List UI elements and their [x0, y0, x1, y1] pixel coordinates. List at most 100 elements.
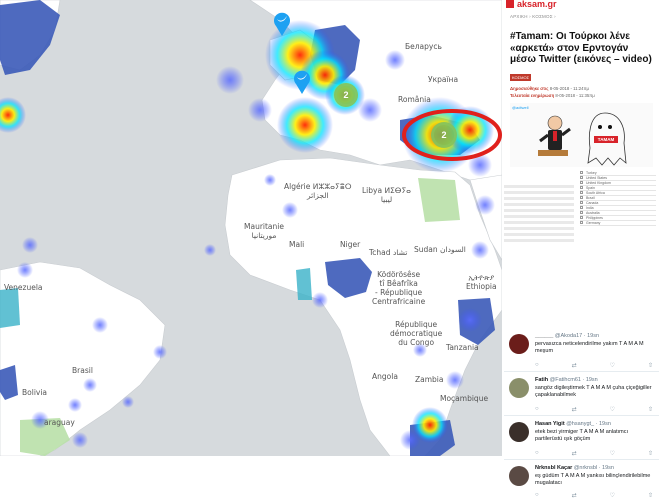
map-label-ethiopia: ኢትዮጵያ Ethiopia [466, 273, 497, 291]
stats-row: Philippines [580, 216, 656, 221]
stats-row: United Kingdom [580, 181, 656, 186]
cartoon-image: @adtwell TAMAM [510, 102, 653, 167]
breadcrumb[interactable]: ΑΡΧΙΚΗ › ΚΟΣΜΟΣ › [510, 14, 556, 19]
retweet-icon[interactable]: ⇄ [571, 407, 577, 413]
tweet-author[interactable]: Fatih @Fatihcm61 · 19sn [535, 377, 598, 383]
share-icon[interactable]: ⇧ [647, 493, 653, 499]
like-icon[interactable]: ♡ [609, 363, 615, 369]
map-label-bolivia: Bolivia [22, 388, 48, 397]
stats-row: Canada [580, 201, 656, 206]
updated-date: Τελευταία ενημέρωση 8-05-2018 - 11:35πμ [510, 93, 653, 98]
news-article: aksam.gr ΑΡΧΙΚΗ › ΚΟΣΜΟΣ › #Tamam: Οι Το… [504, 0, 659, 330]
retweet-icon[interactable]: ⇄ [571, 363, 577, 369]
retweet-icon[interactable]: ⇄ [571, 493, 577, 499]
map-label-drc: République démocratique du Congo [390, 320, 443, 347]
published-label: Δημοσιεύθηκε στις [510, 85, 549, 91]
tweet-name: Fatih [535, 377, 549, 383]
retweet-icon[interactable]: ⇄ [571, 451, 577, 457]
heat-map[interactable]: 2 2 Беларусь Україна România Algérie ⵍⵣⵣ… [0, 0, 502, 456]
like-icon[interactable]: ♡ [609, 493, 615, 499]
map-label-romania: România [398, 95, 431, 104]
twitter-pin-france[interactable] [292, 70, 312, 94]
tweet-item[interactable]: ______ @Akoda17 · 19sn pervasızca netice… [504, 330, 659, 372]
logo-icon [506, 0, 514, 8]
map-label-algeria: Algérie ⵍⵣⵣⴰⵢⴻⵔ الجزائر [284, 182, 352, 200]
tweet-text: etek bezi yirmiger T A M A M anlatımcı p… [535, 429, 629, 442]
twitter-bird-icon [294, 70, 310, 94]
stats-row: United States [580, 176, 656, 181]
map-label-brasil: Brasil [72, 366, 93, 375]
tweet-text: pervasızca neticelendirilme yakım T A M … [535, 341, 644, 354]
tweet-text: eş güdüm T A M A M yankısı bilinçlendiri… [535, 473, 651, 486]
map-label-libya: Libya ⵍⵉⴱⵢⴰ ليبيا [362, 186, 412, 204]
stats-row: Turkey [580, 171, 656, 176]
avatar[interactable] [509, 466, 529, 486]
published-date: Δημοσιεύθηκε στις 8-05-2018 - 11:24πμ [510, 86, 653, 91]
country-stats-table: Turkey United States United Kingdom Spai… [580, 171, 656, 226]
share-icon[interactable]: ⇧ [647, 451, 653, 457]
tweet-author[interactable]: Nrknsbl Kaçar @nrknsbl · 19sn [535, 465, 614, 471]
map-label-tchad: Tchad تشاد [369, 248, 408, 257]
avatar[interactable] [509, 422, 529, 442]
tweet-actions: ○ ⇄ ♡ ⇧ [535, 362, 653, 369]
stats-row: South Africa [580, 191, 656, 196]
tweet-text: sangöz digileştirmek T A M A M çuha çiçe… [535, 385, 652, 398]
green-countries [20, 178, 460, 456]
article-headline: #Tamam: Οι Τούρκοι λένε «αρκετά» στον Ερ… [510, 31, 652, 65]
tweet-actions: ○ ⇄ ♡ ⇧ [535, 492, 653, 499]
reply-icon[interactable]: ○ [535, 450, 539, 456]
twitter-pin-uk[interactable] [272, 12, 292, 36]
map-label-angola: Angola [372, 372, 398, 381]
tweet-name: Nrknsbl Kaçar [535, 465, 573, 471]
stats-row: Spain [580, 186, 656, 191]
stats-row: India [580, 206, 656, 211]
tweet-feed: ______ @Akoda17 · 19sn pervasızca netice… [504, 330, 659, 500]
map-label-belarus: Беларусь [405, 42, 442, 51]
like-icon[interactable]: ♡ [609, 451, 615, 457]
tweet-author[interactable]: ______ @Akoda17 · 19sn [535, 333, 599, 339]
cartoon-drawing [538, 112, 627, 166]
share-icon[interactable]: ⇧ [647, 363, 653, 369]
reply-icon[interactable]: ○ [535, 492, 539, 498]
avatar[interactable] [509, 334, 529, 354]
site-logo[interactable]: aksam.gr [504, 0, 659, 12]
avatar[interactable] [509, 378, 529, 398]
tweet-handle: @nrknsbl · 19sn [573, 465, 614, 471]
tweet-item[interactable]: Fatih @Fatihcm61 · 19sn sangöz digileşti… [504, 374, 659, 416]
logo-text: aksam.gr [517, 0, 557, 9]
map-label-venezuela: Venezuela [4, 283, 43, 292]
stats-row: Germany [580, 221, 656, 226]
stats-row: Brazil [580, 196, 656, 201]
map-label-paraguay: araguay [44, 418, 75, 427]
map-label-mauritanie: Mauritanie موريتانيا [244, 222, 284, 240]
updated-value: 8-05-2018 - 11:35πμ [555, 92, 595, 98]
published-value: 8-05-2018 - 11:24πμ [549, 85, 590, 91]
ghost-sign-text: TAMAM [597, 136, 615, 142]
tweet-item[interactable]: Hasan Yigit @hsanygt_ · 19sn etek bezi y… [504, 418, 659, 460]
reply-icon[interactable]: ○ [535, 362, 539, 368]
updated-label: Τελευταία ενημέρωση [510, 92, 555, 98]
cluster-italy[interactable]: 2 [334, 83, 358, 107]
map-label-niger: Niger [340, 240, 361, 249]
tweet-handle: @hsanygt_ · 19sn [566, 421, 611, 427]
cluster-turkey[interactable]: 2 [431, 122, 457, 148]
tweet-item[interactable]: Nrknsbl Kaçar @nrknsbl · 19sn eş güdüm T… [504, 462, 659, 500]
map-label-zambia: Zambia [415, 375, 444, 384]
left-blank-lines [504, 185, 574, 245]
tweet-name: Hasan Yigit [535, 421, 565, 427]
reply-icon[interactable]: ○ [535, 406, 539, 412]
share-icon[interactable]: ⇧ [647, 407, 653, 413]
tweet-author[interactable]: Hasan Yigit @hsanygt_ · 19sn [535, 421, 611, 427]
twitter-bird-icon [274, 12, 290, 36]
teal-countries [0, 268, 312, 328]
cartoon-handle: @adtwell [512, 104, 529, 110]
tweet-handle: @Akoda17 · 19sn [554, 333, 600, 339]
map-label-sudan: Sudan السودان [414, 245, 466, 254]
tweet-handle: @Fatihcm61 · 19sn [549, 377, 598, 383]
category-tag[interactable]: ΚΟΣΜΟΣ [510, 73, 532, 81]
like-icon[interactable]: ♡ [609, 407, 615, 413]
map-label-mocambique: Moçambique [440, 394, 489, 403]
map-label-ukraine: Україна [428, 75, 459, 84]
map-label-mali: Mali [289, 240, 305, 249]
map-label-tanzania: Tanzania [446, 343, 479, 352]
